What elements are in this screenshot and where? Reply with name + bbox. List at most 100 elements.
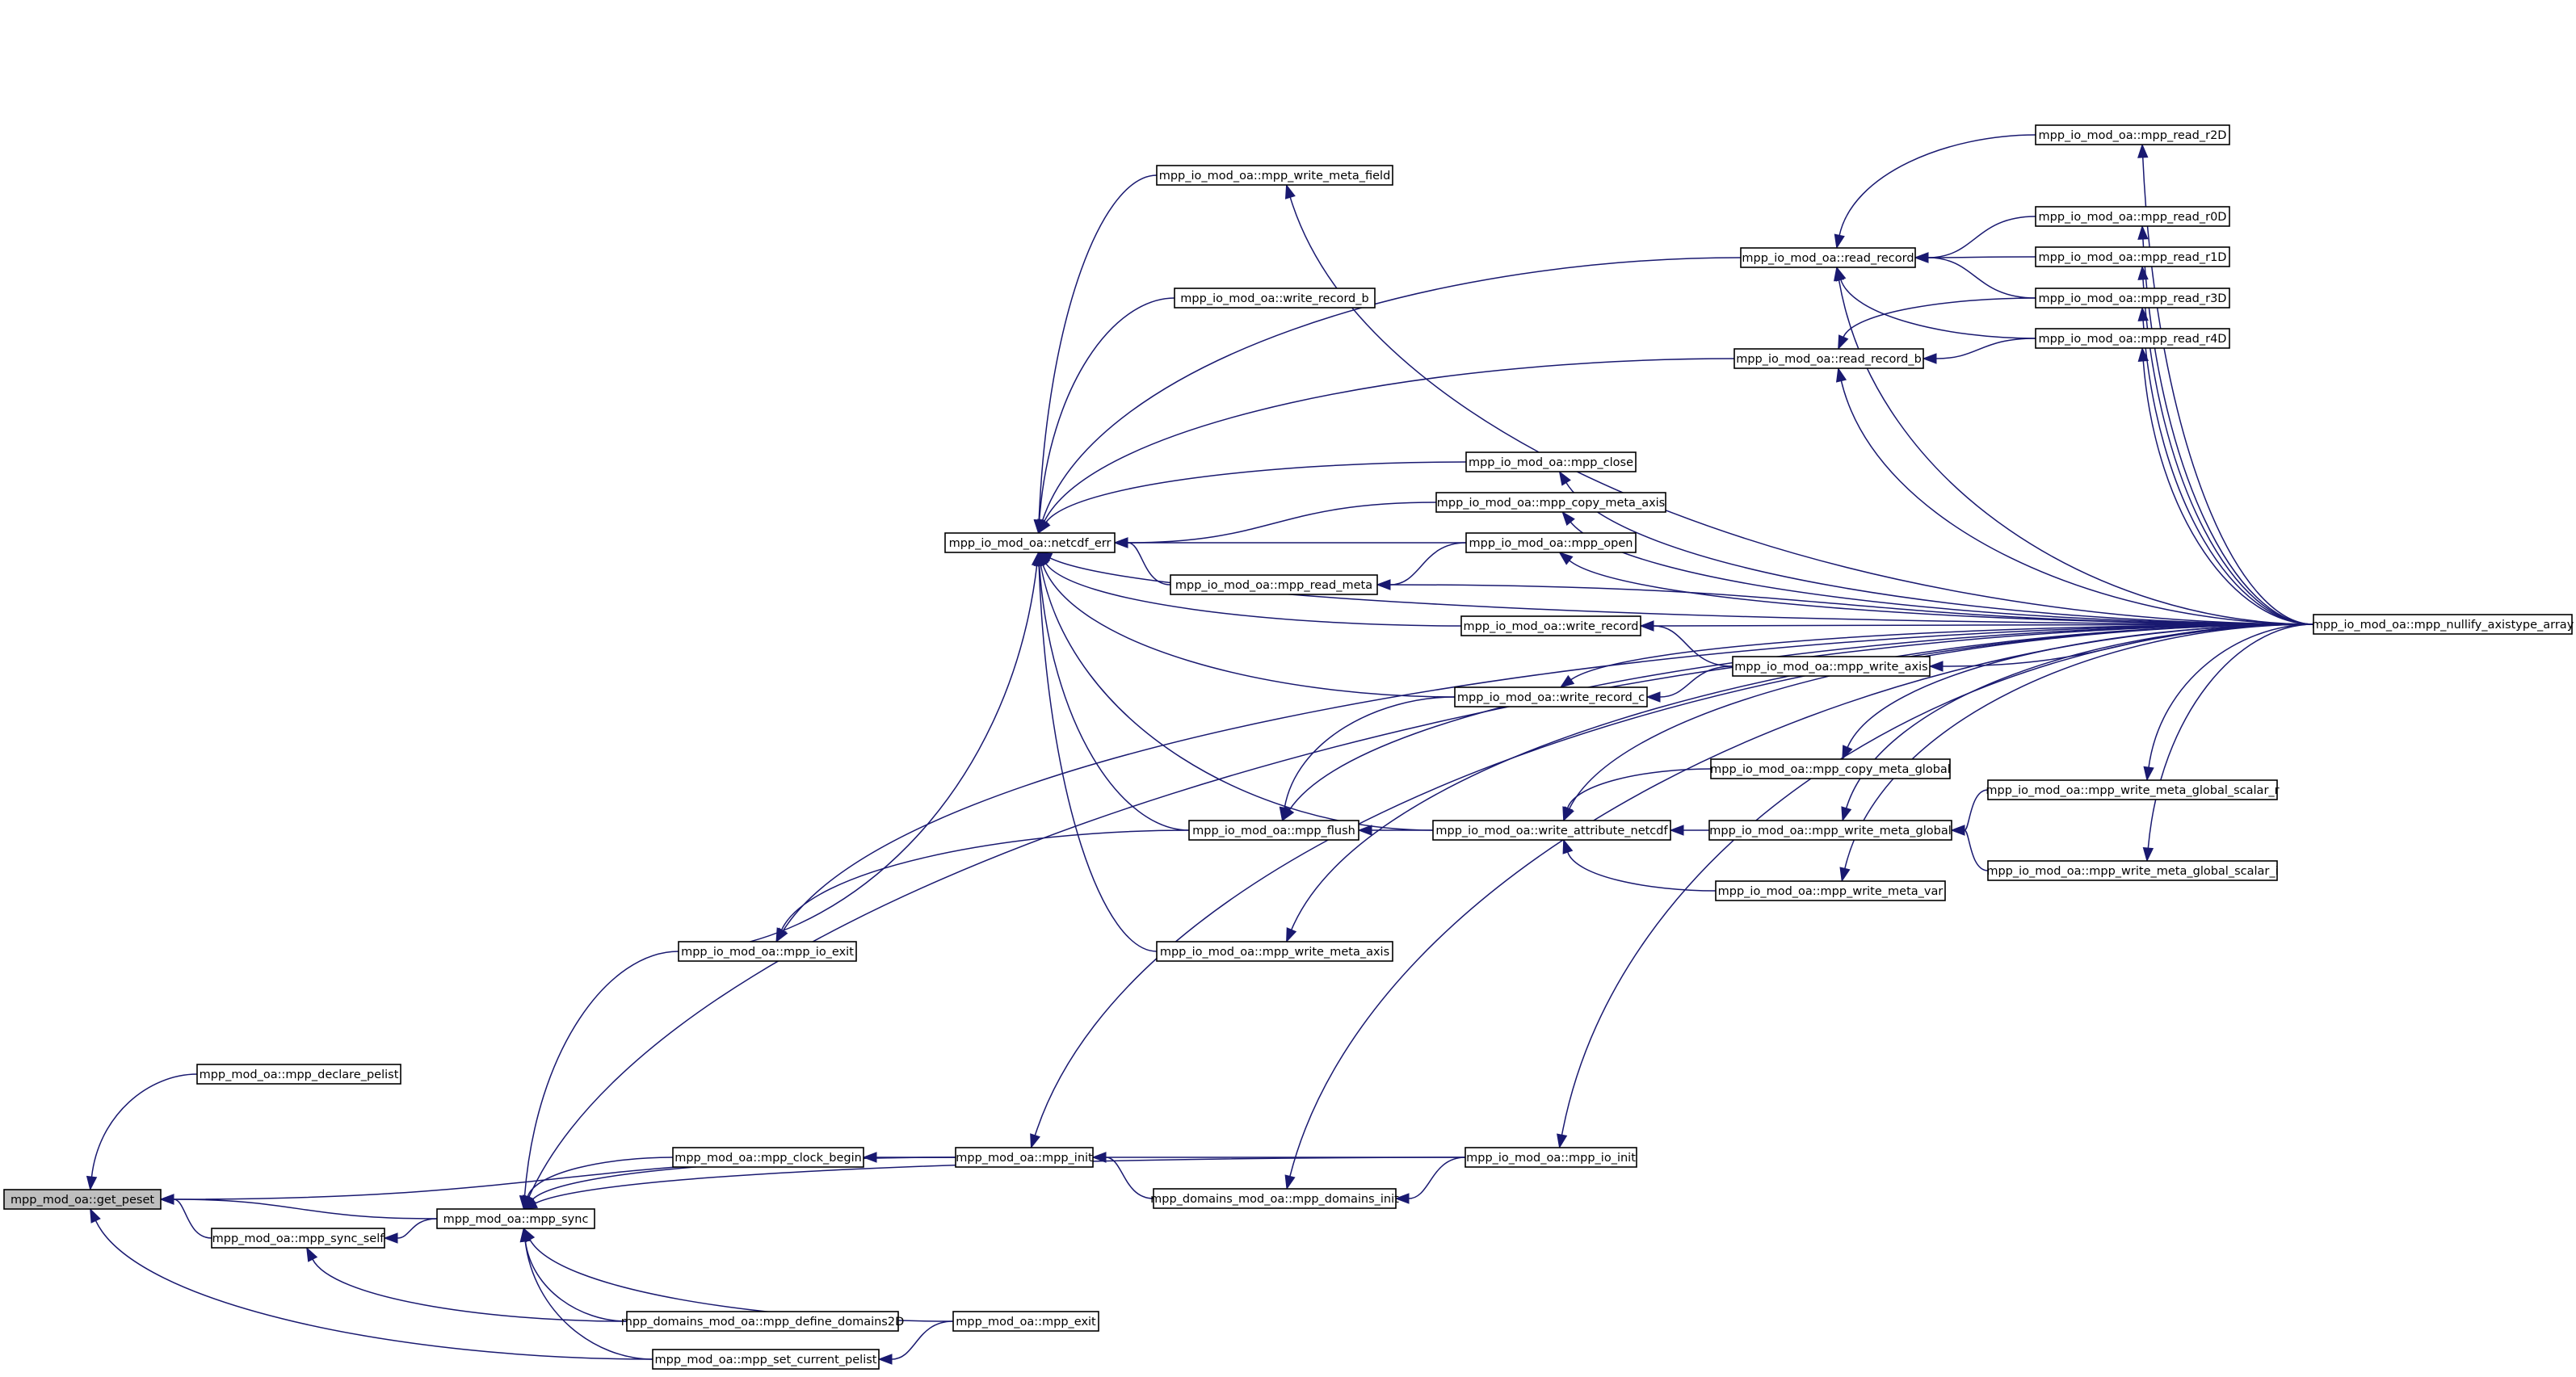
edge-line [1570, 623, 2314, 681]
node-box [3, 1189, 162, 1210]
edge-line [1964, 789, 1989, 831]
node-mpp-write-meta-axis[interactable]: mpp_io_mod_oa::mpp_write_meta_axis [1156, 941, 1393, 962]
edge-mpp_nullify_axistype_array-to-mpp_open [1558, 552, 2314, 625]
node-box [955, 1147, 1094, 1168]
edge-mpp_read_r3D-to-read_record_b [1838, 297, 2036, 351]
node-mpp-copy-meta-global[interactable]: mpp_io_mod_oa::mpp_copy_meta_global [1710, 758, 1951, 779]
node-mpp-write-meta-global-scalar-i[interactable]: mpp_io_mod_oa::mpp_write_meta_global_sca… [1986, 860, 2279, 881]
node-netcdf-err[interactable]: mpp_io_mod_oa::netcdf_err [944, 532, 1116, 553]
node-mpp-init[interactable]: mpp_mod_oa::mpp_init [955, 1147, 1094, 1168]
node-mpp-sync-self[interactable]: mpp_mod_oa::mpp_sync_self [211, 1228, 385, 1249]
node-mpp-domains-init[interactable]: mpp_domains_mod_oa::mpp_domains_init [1150, 1188, 1399, 1209]
node-mpp-declare-pelist[interactable]: mpp_mod_oa::mpp_declare_pelist [196, 1064, 401, 1085]
node-mpp-read-r3D[interactable]: mpp_io_mod_oa::mpp_read_r3D [2035, 288, 2230, 309]
edge-line [1291, 623, 2314, 930]
edge-read_record-to-netcdf_err [1037, 257, 1742, 535]
edge-arrowhead [1557, 1133, 1568, 1149]
edge-arrowhead [2137, 346, 2149, 362]
node-mpp-flush[interactable]: mpp_io_mod_oa::mpp_flush [1188, 820, 1359, 841]
node-mpp-copy-meta-axis[interactable]: mpp_io_mod_oa::mpp_copy_meta_axis [1435, 492, 1666, 513]
nodes-layer: mpp_mod_oa::get_peset mpp_mod_oa::mpp_dec… [3, 124, 2574, 1370]
node-label: mpp_io_mod_oa::mpp_close [1469, 456, 1633, 469]
edge-line [1041, 257, 1742, 522]
node-box [944, 532, 1116, 553]
node-write-record-b[interactable]: mpp_io_mod_oa::write_record_b [1174, 288, 1376, 309]
edge-line [173, 1199, 438, 1220]
edge-mpp_write_meta_global_scalar_i-to-mpp_write_meta_global [1950, 825, 1989, 871]
edge-line [1049, 557, 2314, 625]
edge-line [1389, 584, 2314, 625]
edge-mpp_nullify_axistype_array-to-mpp_write_meta_global_scalar_i [2142, 623, 2314, 863]
node-mpp-write-meta-global-scalar-r[interactable]: mpp_io_mod_oa::mpp_write_meta_global_sca… [1986, 779, 2280, 800]
node-box [1156, 165, 1393, 186]
node-mpp-write-axis[interactable]: mpp_io_mod_oa::mpp_write_axis [1732, 656, 1931, 677]
edge-mpp_set_current_pelist-to-get_peset [90, 1207, 653, 1360]
node-mpp-close[interactable]: mpp_io_mod_oa::mpp_close [1465, 451, 1637, 472]
node-mpp-set-current-pelist[interactable]: mpp_mod_oa::mpp_set_current_pelist [652, 1349, 880, 1370]
edge-mpp_exit-to-mpp_set_current_pelist [877, 1320, 954, 1365]
edge-arrowhead [1394, 1193, 1410, 1204]
node-label: mpp_io_mod_oa::mpp_flush [1192, 825, 1355, 838]
node-label: mpp_io_mod_oa::read_record [1742, 252, 1914, 265]
edge-arrowhead [1561, 510, 1575, 527]
node-box [1174, 288, 1376, 309]
node-mpp-nullify-axistype-array[interactable]: mpp_io_mod_oa::mpp_nullify_axistype_arra… [2312, 614, 2574, 635]
node-read-record[interactable]: mpp_io_mod_oa::read_record [1740, 247, 1916, 268]
node-mpp-write-meta-field[interactable]: mpp_io_mod_oa::mpp_write_meta_field [1156, 165, 1393, 186]
node-label: mpp_io_mod_oa::write_record_b [1180, 292, 1368, 305]
node-box [211, 1228, 385, 1249]
edge-line [1389, 542, 1467, 586]
node-box [678, 941, 857, 962]
node-label: mpp_io_mod_oa::mpp_write_meta_global_sca… [1986, 865, 2278, 878]
edge-arrowhead [1113, 537, 1128, 548]
node-write-attribute-netcdf[interactable]: mpp_io_mod_oa::write_attribute_netcdf [1432, 820, 1671, 841]
node-mpp-write-meta-global[interactable]: mpp_io_mod_oa::mpp_write_meta_global [1708, 820, 1952, 841]
edge-line [1844, 623, 2314, 869]
edge-line [1105, 1157, 1154, 1199]
node-mpp-read-r0D[interactable]: mpp_io_mod_oa::mpp_read_r0D [2035, 206, 2230, 227]
node-label: mpp_io_mod_oa::mpp_read_r0D [2039, 211, 2227, 224]
node-write-record-c[interactable]: mpp_io_mod_oa::write_record_c [1454, 686, 1648, 707]
node-mpp-io-init[interactable]: mpp_io_mod_oa::mpp_io_init [1464, 1147, 1637, 1168]
node-box [2035, 124, 2230, 145]
node-mpp-read-r1D[interactable]: mpp_io_mod_oa::mpp_read_r1D [2035, 246, 2230, 267]
node-read-record-b[interactable]: mpp_io_mod_oa::read_record_b [1733, 348, 1924, 369]
edge-line [891, 1320, 954, 1360]
edge-line [1840, 380, 2314, 625]
edge-arrowhead [1922, 353, 1937, 364]
node-mpp-sync[interactable]: mpp_mod_oa::mpp_sync [436, 1208, 595, 1229]
node-mpp-open[interactable]: mpp_io_mod_oa::mpp_open [1465, 532, 1637, 553]
node-label: mpp_mod_oa::mpp_init [956, 1152, 1093, 1165]
edge-line [1038, 565, 1158, 952]
node-label: mpp_mod_oa::mpp_clock_begin [674, 1152, 862, 1165]
node-mpp-io-exit[interactable]: mpp_io_mod_oa::mpp_io_exit [678, 941, 857, 962]
node-label: mpp_io_mod_oa::mpp_write_meta_axis [1160, 946, 1389, 959]
edge-mpp_init-to-mpp_clock_begin [862, 1152, 956, 1163]
edge-arrowhead [2143, 766, 2154, 782]
edge-arrowhead [1835, 367, 1847, 383]
node-write-record[interactable]: mpp_io_mod_oa::write_record [1460, 615, 1641, 636]
node-label: mpp_domains_mod_oa::mpp_define_domains2D [621, 1316, 905, 1329]
edge-mpp_nullify_axistype_array-to-mpp_close [1558, 470, 2314, 625]
edge-arrowhead [1839, 867, 1851, 883]
edge-arrowhead [1834, 233, 1845, 250]
node-mpp-clock-begin[interactable]: mpp_mod_oa::mpp_clock_begin [672, 1147, 864, 1168]
node-mpp-read-r2D[interactable]: mpp_io_mod_oa::mpp_read_r2D [2035, 124, 2230, 145]
edge-line [523, 951, 679, 1197]
node-mpp-define-domains2D[interactable]: mpp_domains_mod_oa::mpp_define_domains2D [621, 1311, 905, 1332]
node-box [652, 1349, 880, 1370]
node-mpp-write-meta-var[interactable]: mpp_io_mod_oa::mpp_write_meta_var [1715, 880, 1946, 901]
edge-mpp_read_r2D-to-read_record [1834, 134, 2036, 250]
node-box [1465, 451, 1637, 472]
edge-line [2148, 623, 2314, 768]
node-mpp-read-meta[interactable]: mpp_io_mod_oa::mpp_read_meta [1170, 574, 1378, 595]
node-mpp-exit[interactable]: mpp_mod_oa::mpp_exit [952, 1311, 1099, 1332]
edge-line [782, 623, 2314, 931]
node-get-peset[interactable]: mpp_mod_oa::get_peset [3, 1189, 162, 1210]
edge-line [528, 623, 2314, 1198]
node-box [1464, 1147, 1637, 1168]
node-mpp-read-r4D[interactable]: mpp_io_mod_oa::mpp_read_r4D [2035, 328, 2230, 349]
node-box [952, 1311, 1099, 1332]
edge-arrowhead [1838, 334, 1849, 351]
